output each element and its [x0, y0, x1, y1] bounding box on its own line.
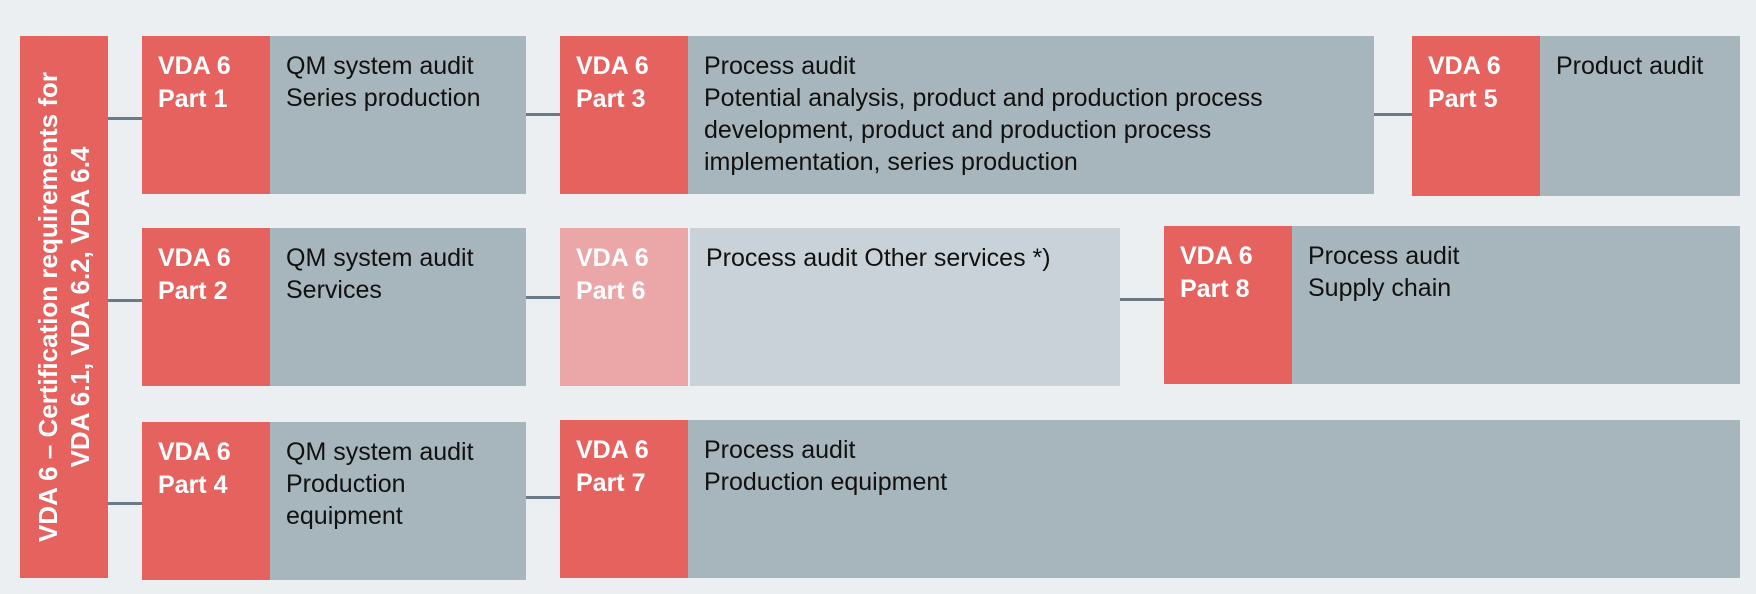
description-line: Product audit [1556, 52, 1704, 80]
tag-line-1: VDA 6 [1180, 242, 1253, 270]
part-tag: VDA 6 Part 7 [560, 420, 688, 578]
connector [108, 502, 142, 505]
connector [1120, 298, 1164, 301]
part-description: Process audit Production equipment [688, 420, 1740, 578]
part-description: QM system audit Production equipment [270, 422, 526, 580]
vda6-part6-box: VDA 6 Part 6 Process audit Other service… [560, 228, 1120, 386]
description-line: equipment [286, 502, 403, 530]
vda6-part8-box: VDA 6 Part 8 Process audit Supply chain [1164, 226, 1740, 384]
tag-line-2: Part 1 [158, 85, 228, 113]
description-line: development, product and production proc… [704, 116, 1212, 144]
connector [108, 117, 142, 120]
part-tag: VDA 6 Part 6 [560, 228, 688, 386]
connector [526, 113, 560, 116]
vda6-part5-box: VDA 6 Part 5 Product audit [1412, 36, 1740, 196]
description-line: Process audit [704, 436, 856, 464]
description-line: implementation, series production [704, 148, 1078, 176]
side-label-line-2: VDA 6.1, VDA 6.2, VDA 6.4 [65, 146, 95, 468]
connector [526, 296, 560, 299]
tag-line-2: Part 4 [158, 471, 228, 499]
vda6-part4-box: VDA 6 Part 4 QM system audit Production … [142, 422, 526, 580]
tag-line-1: VDA 6 [1428, 52, 1501, 80]
part-tag: VDA 6 Part 1 [142, 36, 270, 194]
tag-line-1: VDA 6 [158, 244, 231, 272]
tag-line-2: Part 6 [576, 277, 646, 305]
part-tag: VDA 6 Part 5 [1412, 36, 1540, 196]
description-line: QM system audit [286, 52, 474, 80]
tag-line-2: Part 8 [1180, 275, 1250, 303]
certification-requirements-bar: VDA 6 – Certification requirements for V… [20, 36, 108, 578]
description-line: QM system audit [286, 438, 474, 466]
description-line: Production equipment [704, 468, 948, 496]
part-tag: VDA 6 Part 2 [142, 228, 270, 386]
tag-line-2: Part 7 [576, 469, 646, 497]
side-label-line-1: VDA 6 – Certification requirements for [33, 71, 63, 543]
part-description: QM system audit Services [270, 228, 526, 386]
connector [1374, 113, 1412, 116]
vda6-part7-box: VDA 6 Part 7 Process audit Production eq… [560, 420, 1740, 578]
part-description: QM system audit Series production [270, 36, 526, 194]
connector [108, 299, 142, 302]
description-line: Services [286, 276, 382, 304]
part-description: Process audit Other services *) [688, 228, 1120, 386]
part-description: Product audit [1540, 36, 1740, 196]
description-line: Series production [286, 84, 481, 112]
tag-line-2: Part 2 [158, 277, 228, 305]
vda6-part2-box: VDA 6 Part 2 QM system audit Services [142, 228, 526, 386]
tag-line-2: Part 3 [576, 85, 646, 113]
part-tag: VDA 6 Part 4 [142, 422, 270, 580]
tag-line-1: VDA 6 [576, 436, 649, 464]
tag-line-1: VDA 6 [158, 438, 231, 466]
tag-line-1: VDA 6 [576, 244, 649, 272]
tag-line-2: Part 5 [1428, 85, 1498, 113]
description-line: Supply chain [1308, 274, 1452, 302]
part-description: Process audit Potential analysis, produc… [688, 36, 1374, 194]
connector [526, 496, 560, 499]
description-line: Process audit Other services *) [706, 244, 1051, 272]
description-line: Process audit [704, 52, 856, 80]
vda6-part1-box: VDA 6 Part 1 QM system audit Series prod… [142, 36, 526, 194]
description-line: Production [286, 470, 406, 498]
vda6-part3-box: VDA 6 Part 3 Process audit Potential ana… [560, 36, 1374, 194]
description-line: Process audit [1308, 242, 1460, 270]
certification-requirements-label: VDA 6 – Certification requirements for V… [32, 72, 96, 542]
tag-line-1: VDA 6 [158, 52, 231, 80]
part-description: Process audit Supply chain [1292, 226, 1740, 384]
part-tag: VDA 6 Part 3 [560, 36, 688, 194]
tag-line-1: VDA 6 [576, 52, 649, 80]
description-line: QM system audit [286, 244, 474, 272]
part-tag: VDA 6 Part 8 [1164, 226, 1292, 384]
description-line: Potential analysis, product and producti… [704, 84, 1263, 112]
